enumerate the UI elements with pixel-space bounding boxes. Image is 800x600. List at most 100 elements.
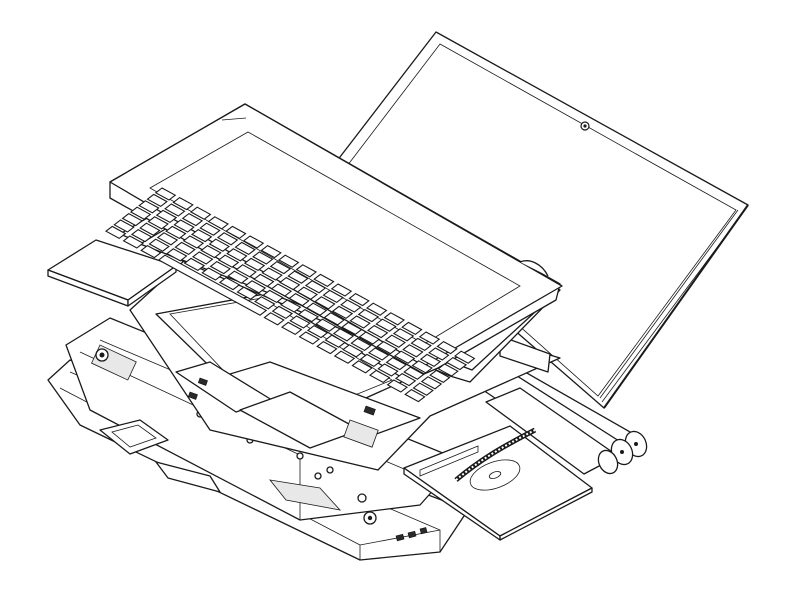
- key-opening: [166, 248, 188, 262]
- key-opening: [393, 350, 416, 364]
- key-opening: [330, 283, 353, 297]
- ribbon-cable-icon: [454, 427, 537, 482]
- key-opening: [287, 270, 309, 284]
- key-opening: [113, 219, 135, 233]
- key-opening: [403, 366, 425, 380]
- battery-icon: [469, 359, 648, 475]
- key-opening: [376, 340, 398, 355]
- key-opening: [225, 225, 247, 240]
- key-opening: [173, 219, 195, 233]
- key-opening: [165, 225, 187, 240]
- key-opening: [357, 308, 380, 323]
- key-opening: [104, 225, 127, 240]
- key-opening: [254, 296, 276, 310]
- key-opening: [304, 280, 327, 294]
- key-opening: [445, 356, 468, 371]
- key-opening: [139, 222, 161, 236]
- key-opening: [260, 244, 282, 259]
- key-opening: [277, 254, 300, 268]
- key-opening: [341, 321, 363, 336]
- key-opening: [306, 324, 329, 339]
- key-opening: [226, 248, 248, 262]
- key-opening: [191, 251, 214, 265]
- key-opening: [404, 388, 426, 403]
- key-opening: [305, 302, 328, 316]
- key-opening: [280, 321, 303, 336]
- key-opening: [359, 353, 382, 368]
- key-opening: [296, 286, 319, 300]
- key-opening: [453, 350, 476, 364]
- key-opening: [342, 344, 364, 358]
- key-opening: [385, 356, 408, 371]
- key-opening: [365, 302, 388, 316]
- key-opening: [316, 340, 338, 355]
- key-opening: [244, 280, 267, 294]
- key-opening: [227, 270, 249, 284]
- key-opening: [383, 312, 406, 326]
- key-opening: [122, 235, 145, 249]
- key-opening: [377, 363, 399, 377]
- key-opening: [130, 228, 153, 243]
- key-opening: [183, 257, 206, 272]
- key-opening: [278, 276, 301, 291]
- key-opening: [155, 209, 178, 224]
- key-opening: [269, 260, 292, 275]
- key-opening: [436, 340, 458, 355]
- key-opening: [243, 257, 266, 272]
- key-opening: [279, 299, 302, 313]
- key-opening: [351, 360, 373, 374]
- keyboard-icon: [104, 103, 563, 403]
- key-opening: [288, 292, 310, 307]
- key-opening: [199, 222, 221, 236]
- key-opening: [420, 376, 443, 390]
- key-opening: [235, 264, 257, 278]
- key-opening: [289, 315, 311, 329]
- key-opening: [402, 344, 424, 358]
- key-opening: [138, 200, 160, 214]
- key-opening: [218, 276, 241, 291]
- key-opening: [200, 244, 222, 259]
- key-opening: [323, 312, 345, 326]
- key-opening: [252, 251, 274, 265]
- key-opening: [209, 260, 232, 275]
- key-opening: [419, 353, 442, 368]
- key-opening: [324, 334, 346, 348]
- key-opening: [392, 328, 415, 342]
- key-opening: [217, 254, 240, 268]
- key-opening: [236, 286, 258, 300]
- key-opening: [182, 235, 205, 249]
- key-opening: [140, 244, 162, 259]
- key-opening: [412, 382, 434, 396]
- key-opening: [181, 212, 204, 227]
- key-opening: [350, 337, 372, 352]
- space-bar-opening: [157, 254, 268, 316]
- key-opening: [428, 347, 450, 361]
- key-opening: [164, 203, 186, 217]
- key-opening: [401, 321, 423, 336]
- key-opening: [340, 299, 362, 313]
- key-opening: [315, 318, 337, 332]
- key-opening: [146, 193, 168, 208]
- key-opening: [263, 312, 285, 326]
- key-opening: [368, 369, 391, 384]
- key-opening: [358, 331, 381, 345]
- key-opening: [332, 328, 355, 342]
- key-opening: [331, 305, 354, 320]
- key-opening: [349, 315, 371, 329]
- key-opening: [172, 196, 194, 211]
- optical-drive-icon: [403, 425, 593, 541]
- key-opening: [201, 267, 223, 281]
- key-opening: [271, 305, 294, 320]
- key-opening: [234, 241, 256, 256]
- key-opening: [333, 350, 356, 364]
- key-opening: [261, 267, 283, 281]
- key-opening: [154, 187, 177, 201]
- key-opening: [174, 241, 196, 256]
- key-opening: [418, 331, 441, 345]
- key-opening: [386, 379, 409, 393]
- key-opening: [429, 369, 451, 384]
- key-opening: [366, 324, 389, 339]
- key-opening: [253, 273, 275, 288]
- key-opening: [208, 238, 231, 252]
